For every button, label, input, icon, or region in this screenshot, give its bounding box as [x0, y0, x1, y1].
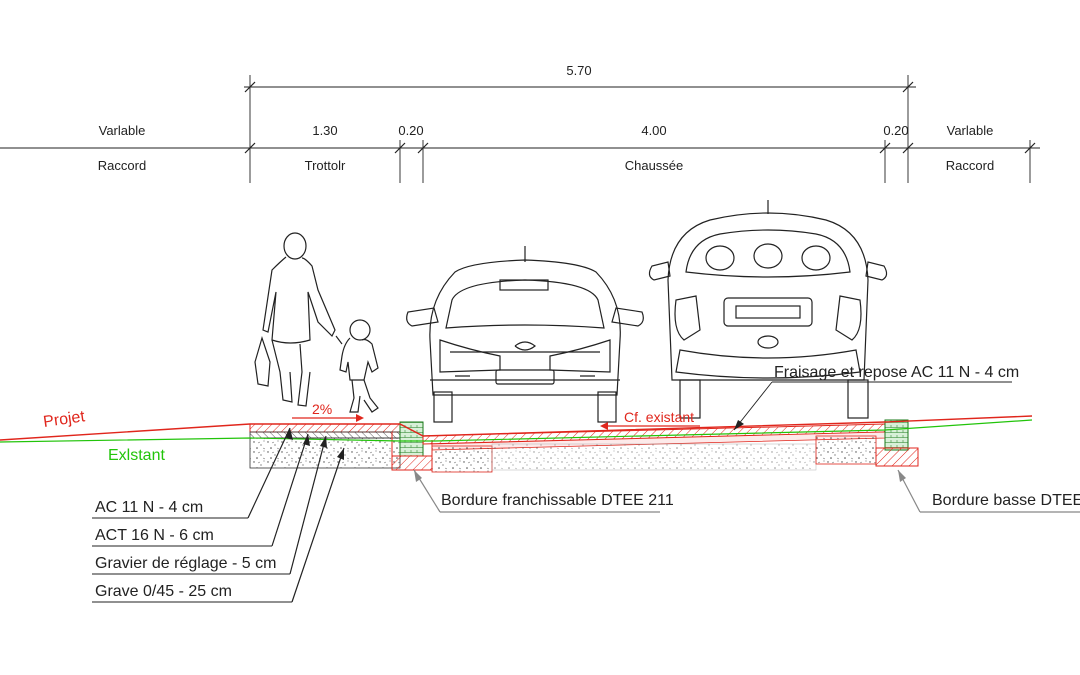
pavement-structure [249, 419, 919, 473]
projet-label: Projet [42, 408, 86, 431]
dimension-chain: 5.70 Varlable 1.30 0.20 4.00 0.20 Varlab… [0, 63, 1040, 183]
callouts: Fraisage et repose AC 11 N - 4 cm Bordur… [413, 364, 1080, 513]
dim-right-variable: Varlable [947, 123, 994, 138]
existant-line [0, 419, 1033, 443]
projet-line [0, 415, 1033, 441]
dim-border-right: 0.20 [883, 123, 908, 138]
layer-gravier: Gravier de réglage - 5 cm [95, 555, 276, 572]
layer-grave: Grave 0/45 - 25 cm [95, 583, 232, 600]
zone-raccord-right: Raccord [946, 158, 994, 173]
dim-left-variable: Varlable [99, 123, 146, 138]
profile-lines: Projet Exlstant 2% Cf. existant [0, 401, 1033, 464]
dim-border-left: 0.20 [398, 123, 423, 138]
car-front-icon [406, 246, 644, 423]
zone-raccord-left: Raccord [98, 158, 146, 173]
car-rear-icon [648, 200, 888, 419]
dim-total: 5.70 [566, 63, 591, 78]
fraisage-label: Fraisage et repose AC 11 N - 4 cm [774, 364, 1019, 381]
layer-legend: AC 11 N - 4 cm ACT 16 N - 6 cm Gravier d… [92, 427, 345, 603]
layer-act16: ACT 16 N - 6 cm [95, 527, 214, 544]
slope-label: 2% [312, 401, 332, 417]
bordure-franchissable-label: Bordure franchissable DTEE 211 [441, 492, 674, 509]
layer-ac11: AC 11 N - 4 cm [95, 499, 203, 516]
bordure-basse-label: Bordure basse DTEE 2 [932, 492, 1080, 509]
zone-chaussee: Chaussée [625, 158, 684, 173]
dim-trottoir: 1.30 [312, 123, 337, 138]
dim-chaussee: 4.00 [641, 123, 666, 138]
zone-trottoir: Trottolr [305, 158, 346, 173]
pedestrians-icon [254, 232, 379, 413]
existant-label: Exlstant [108, 447, 165, 464]
cf-existant-label: Cf. existant [624, 409, 694, 425]
